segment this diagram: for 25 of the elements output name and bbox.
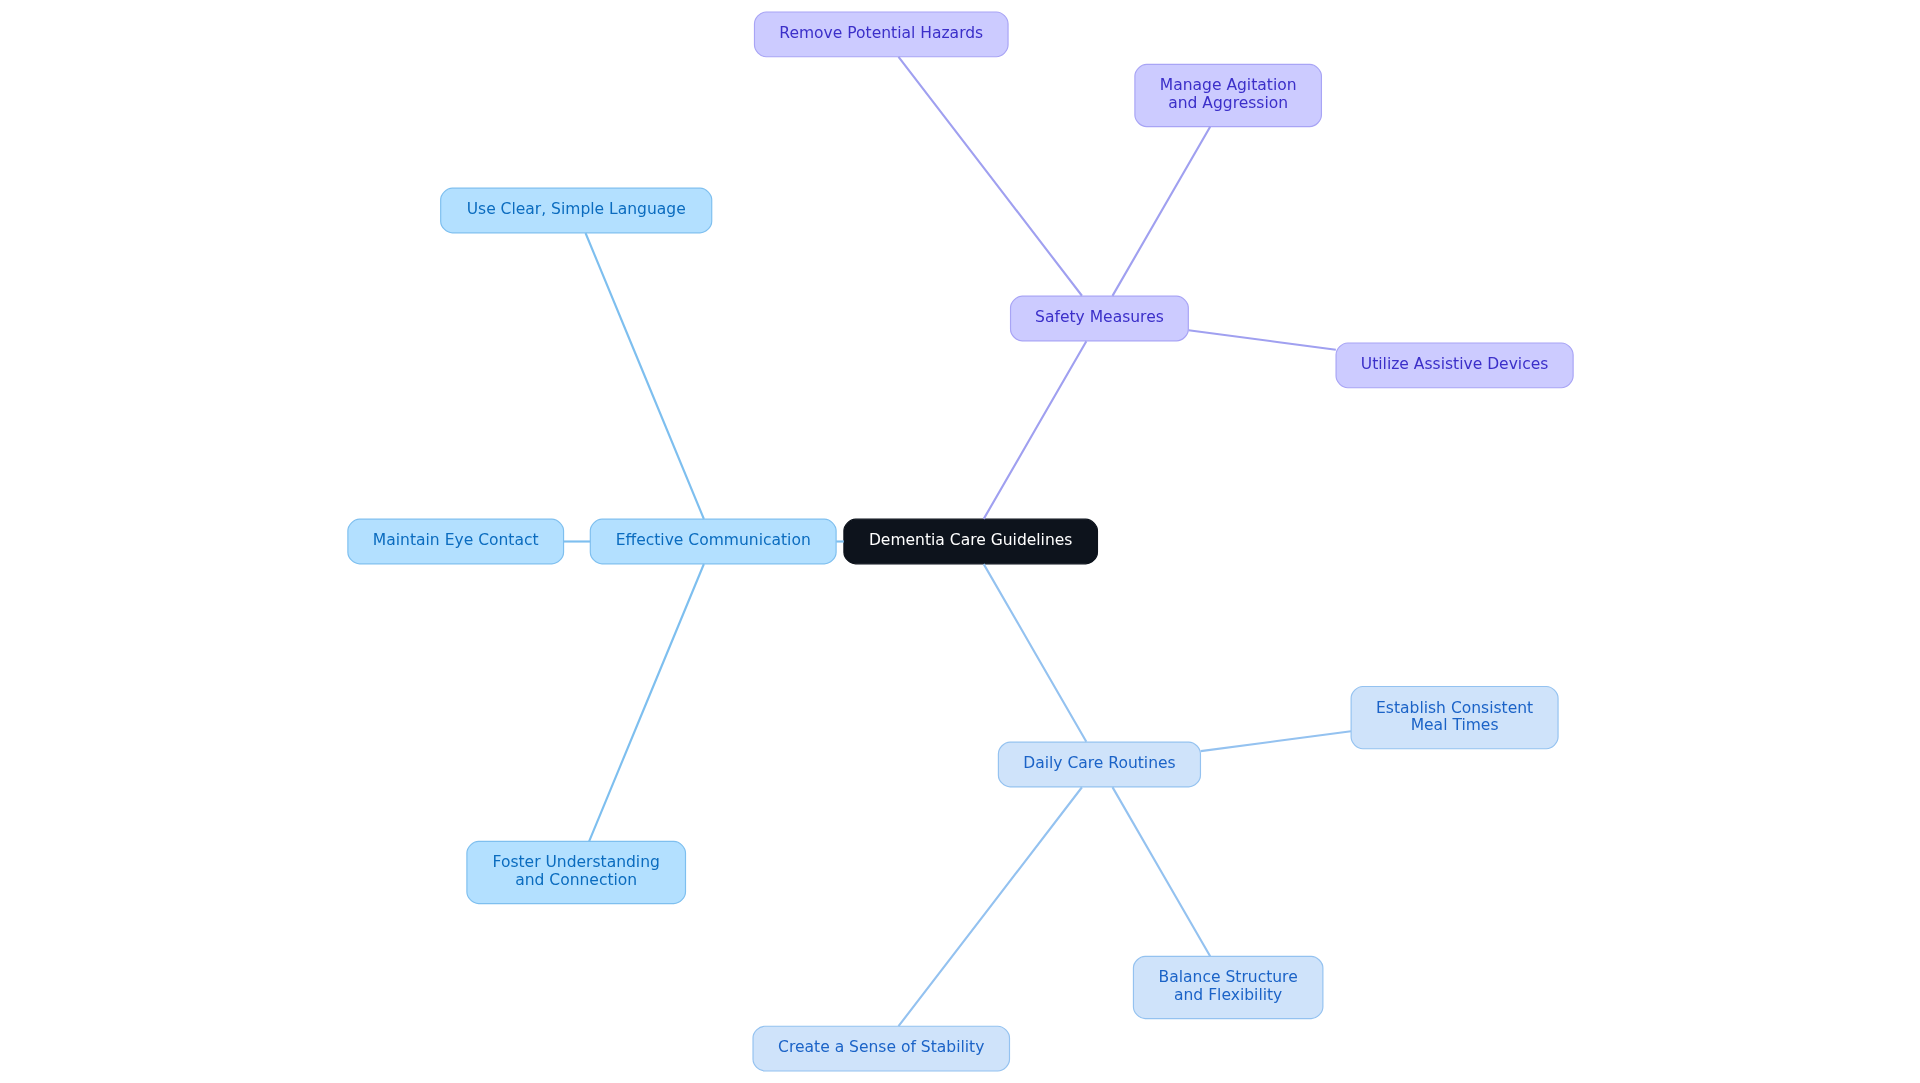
node-box: Effective Communication	[589, 518, 837, 565]
node-box: Use Clear, Simple Language	[439, 187, 712, 234]
connector	[563, 540, 590, 543]
node-box: Safety Measures	[1009, 295, 1189, 342]
node-box: Utilize Assistive Devices	[1334, 342, 1574, 389]
connector	[1187, 329, 1336, 351]
node-box: Foster Understanding and Connection	[465, 840, 686, 905]
connector	[982, 563, 1087, 743]
node-box: Balance Structure and Flexibility	[1132, 955, 1323, 1020]
connector	[1200, 730, 1351, 753]
node-box: Maintain Eye Contact	[346, 518, 564, 565]
connector	[982, 340, 1087, 520]
connector	[835, 540, 844, 543]
node-box: Dementia Care Guidelines	[842, 518, 1098, 565]
connector	[897, 786, 1083, 1027]
node-box: Establish Consistent Meal Times	[1350, 685, 1559, 750]
node-box: Remove Potential Hazards	[753, 11, 1009, 58]
node-box: Create a Sense of Stability	[751, 1025, 1010, 1072]
connector	[587, 563, 705, 842]
connector	[584, 232, 705, 520]
connector	[897, 56, 1083, 297]
node-box: Manage Agitation and Aggression	[1133, 63, 1322, 128]
connector	[1111, 786, 1211, 957]
connector	[1111, 126, 1211, 297]
node-box: Daily Care Routines	[997, 741, 1201, 788]
